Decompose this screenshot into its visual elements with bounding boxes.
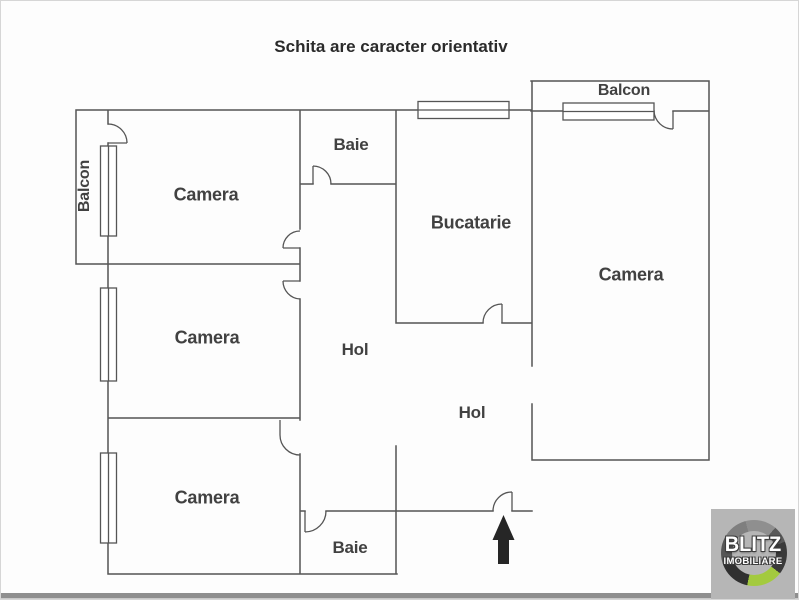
room-label-balcon-left: Balcon (76, 159, 93, 213)
room-label-bucatarie: Bucatarie (430, 212, 512, 233)
brand-logo: BLITZ IMOBILIARE (711, 509, 795, 599)
room-label-camera-top-left: Camera (173, 184, 239, 205)
room-label-baie-bottom: Baie (332, 538, 368, 557)
room-label-hol-lower: Hol (458, 403, 486, 422)
window-symbols (99, 100, 655, 544)
logo-sub-text: IMOBILIARE (723, 556, 783, 567)
entrance-arrow-icon (492, 515, 515, 564)
logo-ring-icon (721, 520, 787, 586)
room-label-camera-middle-left: Camera (174, 327, 240, 348)
walls (75, 80, 710, 575)
page-title: Schita are caracter orientativ (274, 37, 508, 56)
room-label-hol-upper: Hol (341, 340, 369, 359)
room-label-camera-bottom-left: Camera (174, 487, 240, 508)
bottom-border-bar (1, 593, 798, 599)
door-arcs (107, 110, 674, 533)
room-label-baie-top: Baie (333, 135, 369, 154)
room-label-camera-right: Camera (598, 264, 664, 285)
room-label-balcon-right: Balcon (597, 82, 651, 99)
window-center-lines (107, 109, 654, 543)
logo-brand-text: BLITZ (724, 533, 782, 556)
logo-ring-hole (732, 531, 776, 575)
